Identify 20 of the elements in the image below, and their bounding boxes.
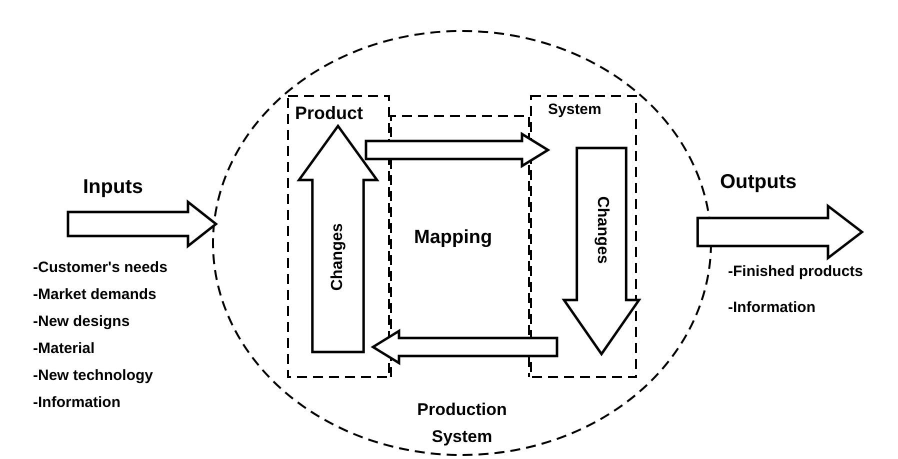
box-title: Mapping xyxy=(414,226,492,248)
list-item: -Information xyxy=(33,394,120,411)
edge-label: Inputs xyxy=(83,176,143,199)
list-item: -Customer's needs xyxy=(33,259,168,276)
arrow-label: Changes xyxy=(329,223,347,292)
block-arrow xyxy=(370,328,558,366)
arrow-label: Changes xyxy=(592,196,610,264)
block-arrow xyxy=(66,199,218,249)
list-item: -New technology xyxy=(33,367,154,384)
list-item: -Material xyxy=(33,340,95,357)
box-title: System xyxy=(548,101,602,118)
list-item: -New designs xyxy=(33,313,130,330)
box-title: Product xyxy=(295,103,364,124)
block-arrow xyxy=(696,203,864,261)
list-item: -Finished products xyxy=(728,263,863,280)
list-item: -Market demands xyxy=(33,286,156,303)
block-arrow xyxy=(364,132,550,168)
edge-label: Outputs xyxy=(720,171,797,194)
list-item: -Information xyxy=(728,299,816,316)
group-title: Production System xyxy=(416,399,508,448)
